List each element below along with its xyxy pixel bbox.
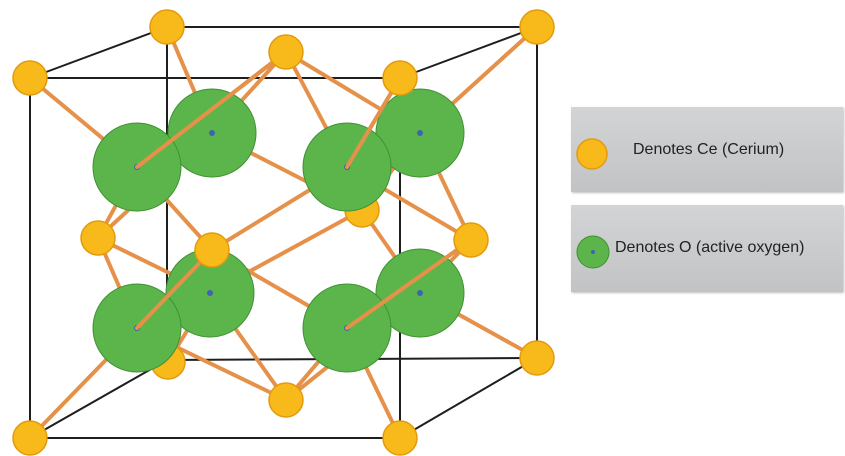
- oxygen-center-dot: [417, 290, 423, 296]
- cerium-atom: [194, 232, 230, 268]
- cerium-atom: [519, 9, 555, 45]
- legend-oxygen: Denotes O (active oxygen): [571, 205, 843, 292]
- cerium-atoms-front: [12, 9, 555, 456]
- cube-edge: [399, 26, 538, 79]
- cerium-atom: [12, 60, 48, 96]
- cube-edge: [29, 359, 168, 439]
- cerium-swatch-icon: [576, 138, 608, 170]
- cerium-atom: [12, 420, 48, 456]
- legend-cerium-label: Denotes Ce (Cerium): [633, 141, 785, 158]
- oxygen-swatch-icon: [576, 235, 610, 269]
- bond: [345, 238, 473, 330]
- cerium-atom: [268, 382, 304, 418]
- bond: [135, 248, 214, 330]
- cube-edge: [399, 357, 538, 439]
- legend-oxygen-label: Denotes O (active oxygen): [615, 239, 805, 256]
- cerium-atom: [453, 222, 489, 258]
- fluorite-crystal-structure: [12, 9, 555, 456]
- legend-cerium: Denotes Ce (Cerium): [571, 107, 843, 192]
- cerium-atom: [382, 420, 418, 456]
- cerium-atom: [382, 60, 418, 96]
- oxygen-center-dot: [417, 130, 423, 136]
- oxygen-center-dot: [209, 130, 215, 136]
- bond: [135, 50, 288, 169]
- oxygen-atoms-back: [165, 88, 465, 338]
- cerium-atom: [80, 220, 116, 256]
- cerium-atom: [519, 340, 555, 376]
- cerium-atom: [149, 9, 185, 45]
- cube-edge: [29, 26, 168, 79]
- oxygen-center-dot: [207, 290, 213, 296]
- cerium-atom: [268, 34, 304, 70]
